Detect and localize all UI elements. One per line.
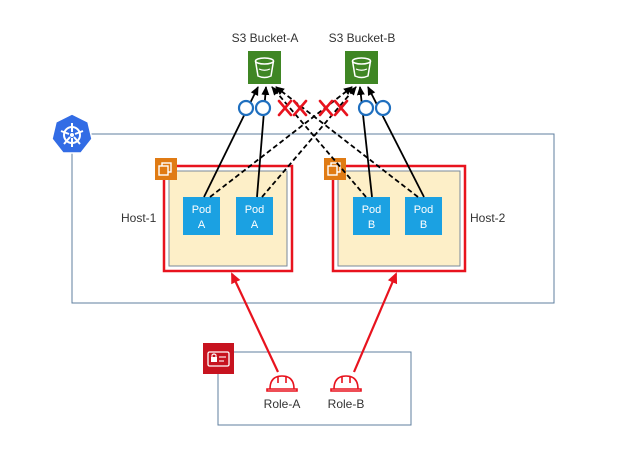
role-helmet-icon — [266, 375, 298, 392]
pod-b-2: Pod B — [405, 197, 442, 235]
ec2-instance-icon — [155, 158, 177, 180]
pod-b-1: Pod B — [353, 197, 390, 235]
iam-icon — [203, 343, 234, 374]
role-helmet-icon — [330, 375, 362, 392]
pod-a-2: Pod A — [236, 197, 273, 235]
pod-b-2-line2: B — [420, 219, 427, 231]
host-2-highlight — [331, 164, 467, 273]
host-1-highlight — [162, 164, 294, 273]
s3-bucket-icon — [248, 51, 281, 84]
pod-a-2-line2: A — [251, 219, 259, 231]
pod-a-1-to-bucket-b — [209, 86, 353, 198]
pod-a-1: Pod A — [183, 197, 220, 235]
circle-allowed-icon — [237, 99, 392, 117]
bucket-b-label: S3 Bucket-B — [329, 31, 396, 45]
iam-boundary — [217, 351, 412, 426]
pod-b-2-to-bucket-a — [275, 86, 419, 198]
pod-a-1-line2: A — [198, 219, 206, 231]
s3-bucket-icon — [345, 51, 378, 84]
role-b-label: Role-B — [328, 397, 365, 411]
pod-b-1-line2: B — [368, 219, 375, 231]
cross-denied-icon — [277, 99, 349, 117]
role-assignment-arrows — [231, 272, 398, 373]
role-a-label: Role-A — [264, 397, 301, 411]
role-b-to-host-2 — [352, 272, 398, 373]
kubernetes-icon — [51, 113, 93, 154]
pod-a-2-line1: Pod — [245, 204, 265, 216]
role-a-to-host-1 — [231, 272, 279, 373]
pod-a-1-line1: Pod — [192, 204, 212, 216]
pod-b-1-line1: Pod — [362, 204, 382, 216]
pod-b-2-line1: Pod — [414, 204, 434, 216]
host-1-label: Host-1 — [121, 211, 157, 225]
bucket-a-label: S3 Bucket-A — [232, 31, 299, 45]
ec2-instance-icon — [324, 158, 346, 180]
host-2-label: Host-2 — [470, 211, 506, 225]
